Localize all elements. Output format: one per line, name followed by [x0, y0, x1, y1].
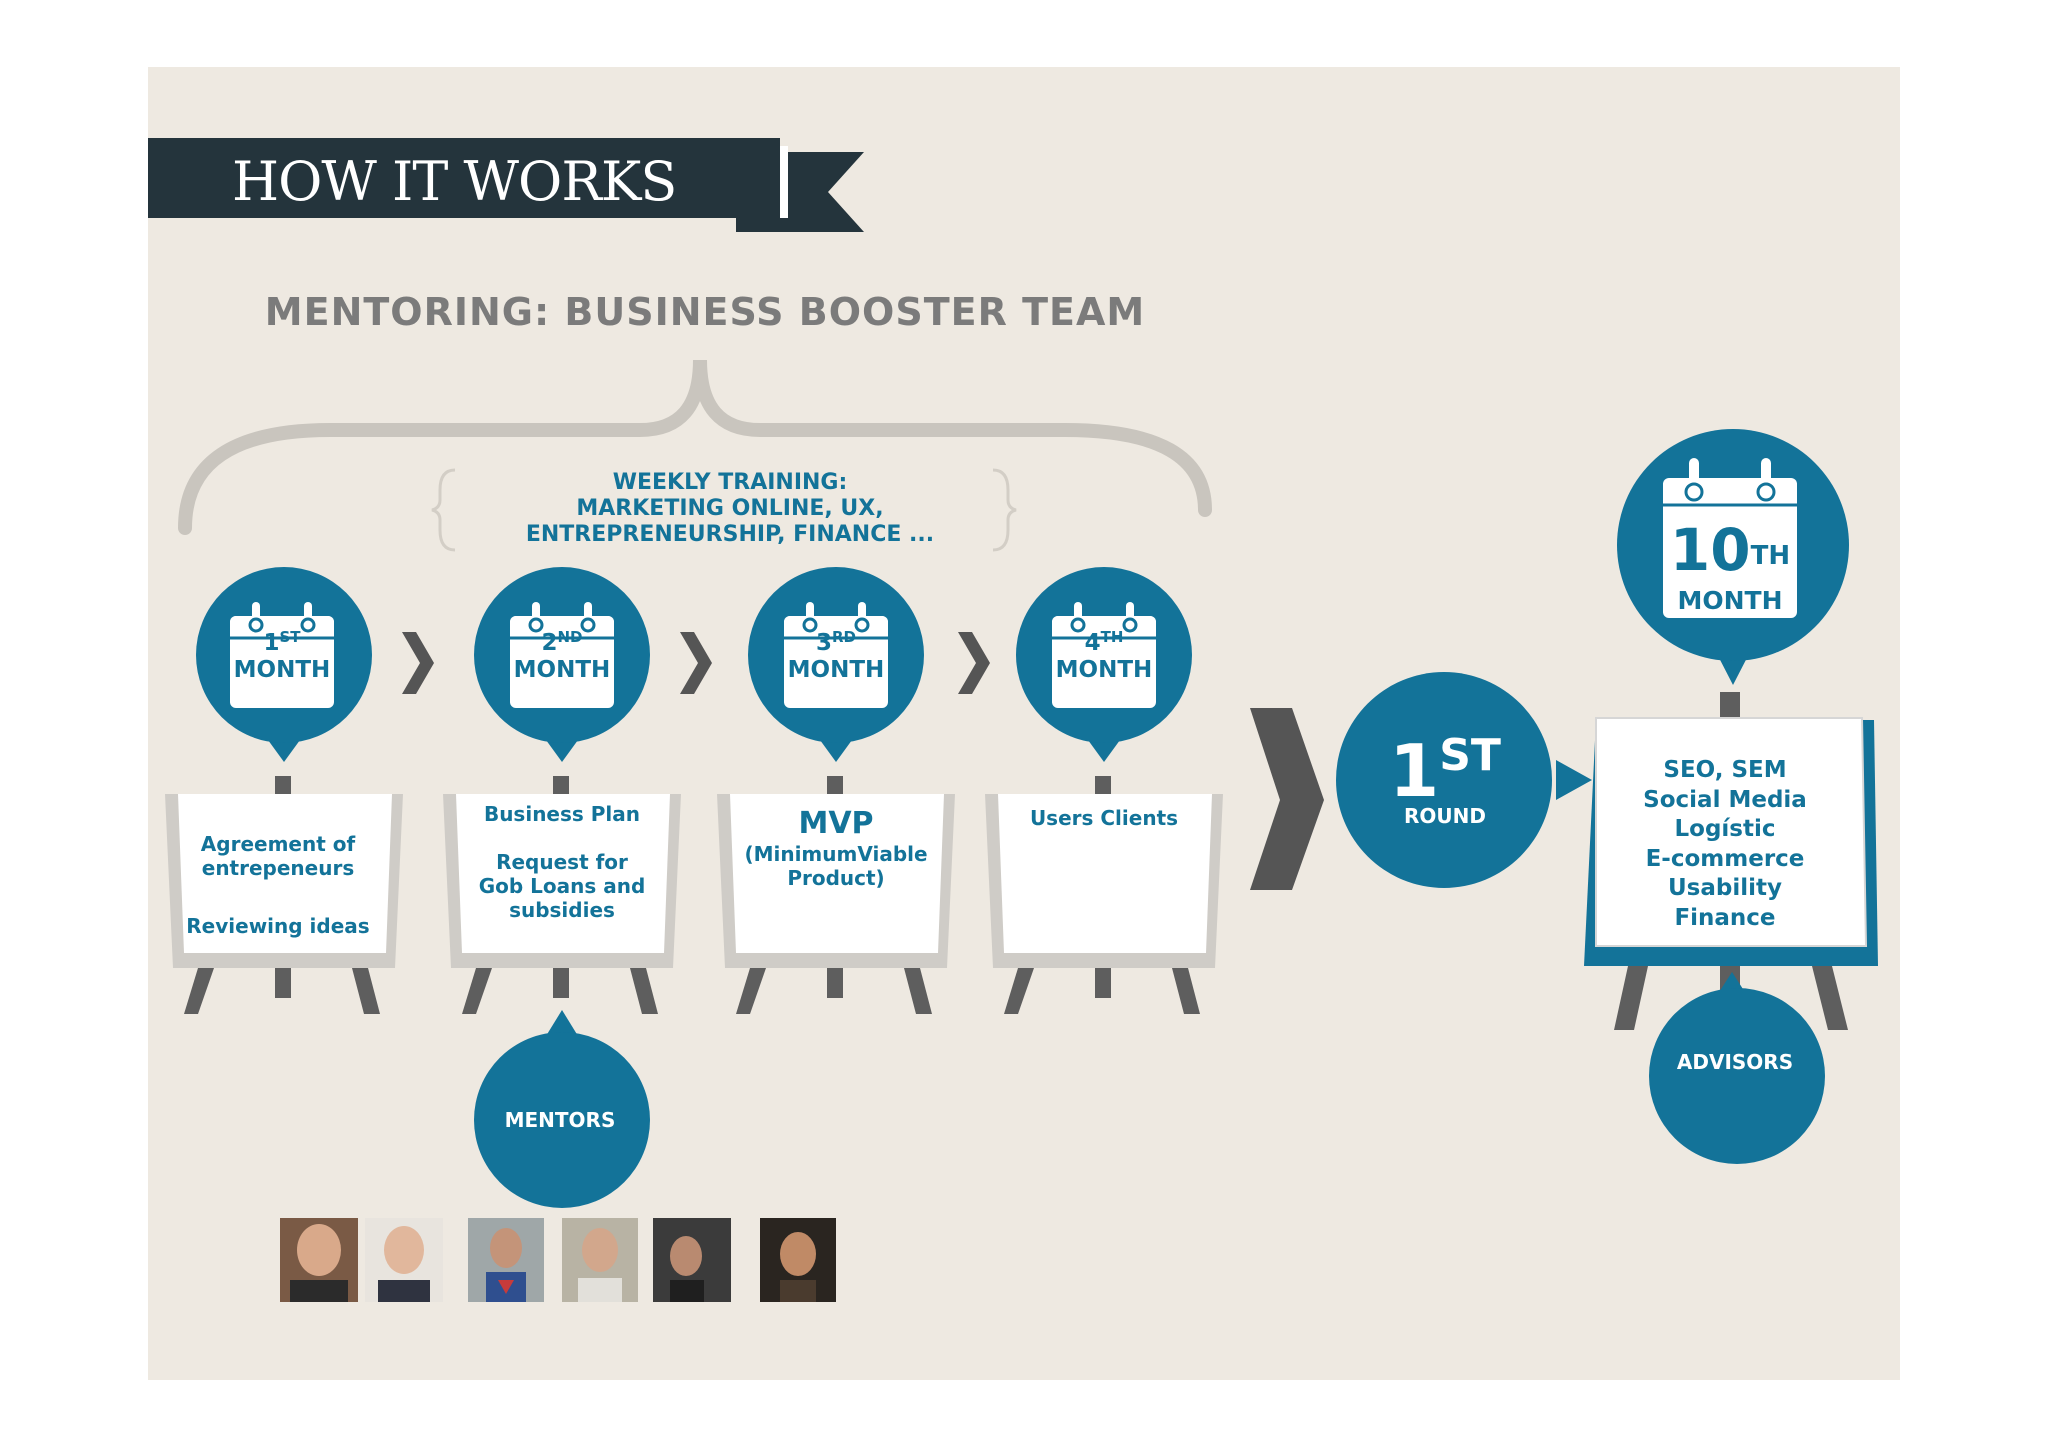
weekly-line-3: ENTREPRENEURSHIP, FINANCE ... — [525, 522, 935, 547]
weekly-line-2: MARKETING ONLINE, UX, — [576, 496, 884, 521]
advisor-easel — [1584, 692, 1878, 1030]
easel-1 — [165, 776, 403, 1014]
board-3-text: MVP (MinimumViable Product) — [744, 806, 928, 890]
mentor-photo-4 — [562, 1218, 638, 1302]
page-title: HOW IT WORKS — [232, 150, 677, 213]
mentors-badge — [474, 1010, 650, 1208]
round-number: 1ST — [1389, 729, 1501, 813]
advisors-label: ADVISORS — [1676, 1050, 1794, 1074]
mentor-photo-1 — [280, 1218, 358, 1302]
mentor-photos — [280, 1218, 836, 1302]
big-chevron-icon — [1250, 708, 1324, 890]
round-badge — [1336, 672, 1592, 888]
weekly-brace-left — [431, 468, 456, 552]
month-1-label: 1ST MONTH — [233, 628, 331, 683]
board-1-text: Agreement of entrepeneurs Reviewing idea… — [186, 832, 370, 938]
mentor-photo-3 — [468, 1218, 544, 1302]
title-banner — [148, 138, 864, 232]
advisor-board-text: SEO, SEM Social Media Logístic E-commerc… — [1643, 757, 1807, 931]
weekly-line-1: WEEKLY TRAINING: — [612, 470, 848, 495]
section-subtitle: MENTORING: BUSINESS BOOSTER TEAM — [264, 290, 1146, 334]
month-10-badge — [1617, 429, 1849, 685]
month-3-label: 3RD MONTH — [787, 628, 885, 683]
weekly-training-text: WEEKLY TRAINING: MARKETING ONLINE, UX, E… — [480, 470, 980, 548]
month-4-label: 4TH MONTH — [1055, 628, 1153, 683]
board-4-text: Users Clients — [1029, 806, 1179, 830]
weekly-brace-right — [992, 468, 1017, 552]
chevron-icon-2 — [680, 632, 712, 694]
chevron-icon-3 — [958, 632, 990, 694]
easel-4 — [985, 776, 1223, 1014]
month-10-number: 10TH — [1669, 516, 1791, 584]
chevron-icon-1 — [402, 632, 434, 694]
mentor-photo-2 — [365, 1218, 443, 1302]
month-4-badge — [1016, 567, 1192, 762]
board-2-text: Business Plan Request for Gob Loans and … — [478, 802, 646, 922]
round-label: ROUND — [1404, 804, 1486, 828]
month-3-badge — [748, 567, 924, 762]
month-2-badge — [474, 567, 650, 762]
mentors-label: MENTORS — [504, 1108, 616, 1132]
month-1-badge — [196, 567, 372, 762]
easel-2 — [443, 776, 681, 1014]
month-10-label: MONTH — [1677, 586, 1783, 615]
advisors-badge — [1649, 972, 1825, 1164]
easel-3 — [717, 776, 955, 1014]
month-2-label: 2ND MONTH — [513, 628, 611, 683]
team-brace — [178, 359, 1212, 535]
mentor-photo-6 — [760, 1218, 836, 1302]
mentor-photo-5 — [653, 1218, 731, 1302]
